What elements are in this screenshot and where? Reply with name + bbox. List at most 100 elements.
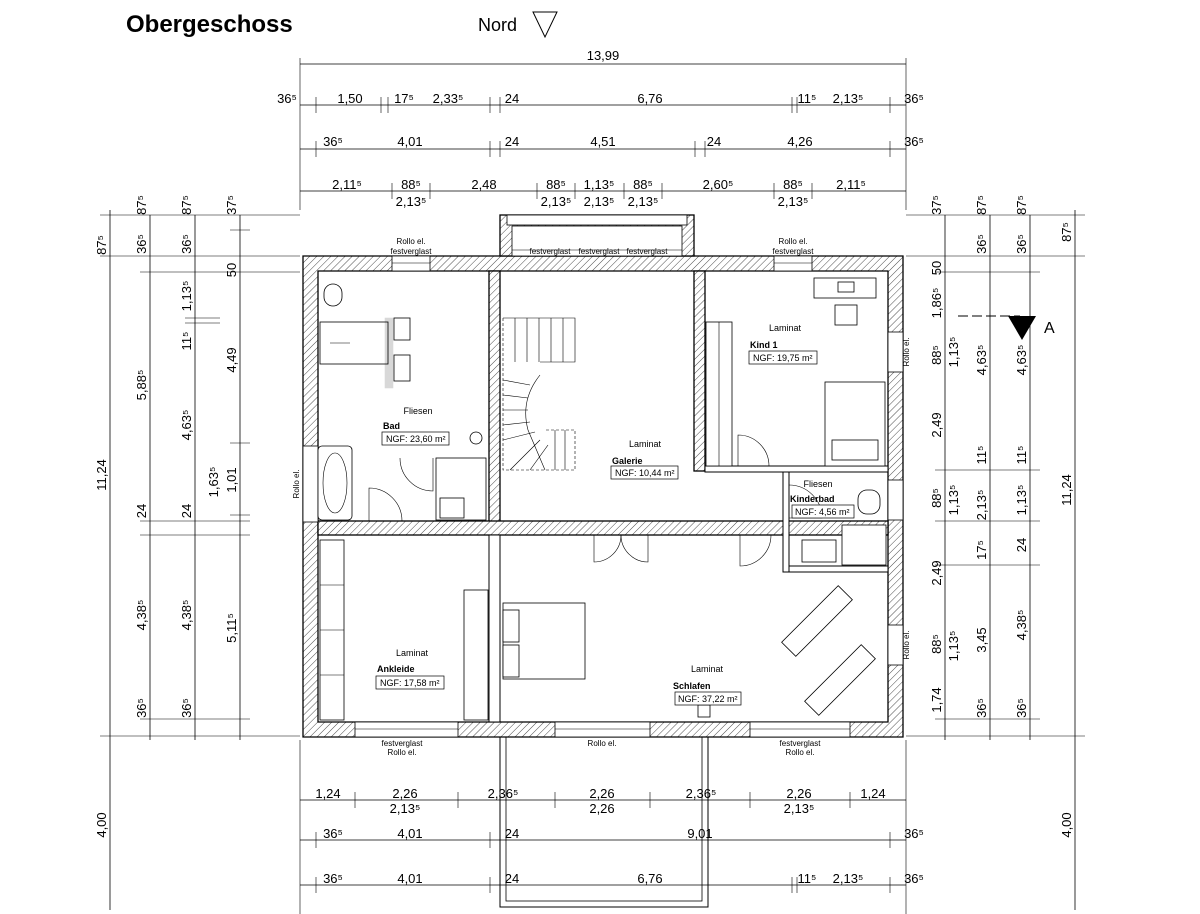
room-labels: Fliesen Bad NGF: 23,60 m² Laminat Galeri… xyxy=(375,323,855,706)
dim-label: 2,13⁵ xyxy=(541,194,572,209)
dim-label: 36⁵ xyxy=(904,871,924,886)
dim-label: 88⁵ xyxy=(929,488,944,508)
dim-label: 2,26 xyxy=(589,786,614,801)
dim-label: 36⁵ xyxy=(179,698,194,718)
dim-label: 11⁵ xyxy=(974,446,989,465)
dim-label: 36⁵ xyxy=(1014,698,1029,718)
dim-label: 6,76 xyxy=(637,91,662,106)
area-box xyxy=(674,691,742,706)
north-label: Nord xyxy=(478,15,517,35)
area-box xyxy=(748,350,818,365)
dim-label: 88⁵ xyxy=(783,177,803,192)
dim-label: 1,13⁵ xyxy=(1014,485,1029,516)
dim-label: 11,24 xyxy=(94,459,109,491)
room-name: Kinderbad xyxy=(790,494,835,504)
window-label: Rollo el. xyxy=(779,237,808,246)
building-walls xyxy=(302,214,904,908)
room-name: Kind 1 xyxy=(750,340,778,350)
dim-label: 88⁵ xyxy=(546,177,566,192)
dim-label: 2,36⁵ xyxy=(488,786,519,801)
dim-label: 36⁵ xyxy=(323,826,343,841)
room-floor-label: Fliesen xyxy=(403,406,432,416)
dim-label: 88⁵ xyxy=(401,177,421,192)
dim-label: 2,13⁵ xyxy=(396,194,427,209)
page-title: Obergeschoss xyxy=(126,11,293,38)
dim-label: 36⁵ xyxy=(323,871,343,886)
window-label: festverglast xyxy=(391,247,433,256)
window-label: Rollo el. xyxy=(588,739,617,748)
room-area: NGF: 23,60 m² xyxy=(386,434,446,444)
dim-label: 1,50 xyxy=(337,91,362,106)
dim-label: 2,26 xyxy=(589,801,614,816)
dim-label: 1,24 xyxy=(860,786,885,801)
lounger-icon xyxy=(804,644,876,716)
dim-label: 4,00 xyxy=(1059,812,1074,837)
room-area: NGF: 4,56 m² xyxy=(795,507,850,517)
chair-icon xyxy=(834,304,858,326)
dim-label: 2,13⁵ xyxy=(833,871,864,886)
dim-label: 36⁵ xyxy=(179,234,194,254)
dim-label: 88⁵ xyxy=(633,177,653,192)
dim-label: 36⁵ xyxy=(974,698,989,718)
dim-label: 2,13⁵ xyxy=(390,801,421,816)
dim-label: 87⁵ xyxy=(974,195,989,215)
room-name: Ankleide xyxy=(377,664,415,674)
dim-label: 87⁵ xyxy=(1014,195,1029,215)
room-area: NGF: 37,22 m² xyxy=(678,694,738,704)
dim-label: 1,13⁵ xyxy=(946,631,961,662)
dim-label: 4,63⁵ xyxy=(1014,345,1029,376)
room-name: Schlafen xyxy=(673,681,711,691)
dim-label: 24 xyxy=(505,134,519,149)
doors xyxy=(368,434,823,567)
dim-label: 11⁵ xyxy=(798,91,817,106)
dim-label: 11⁵ xyxy=(179,332,194,351)
dim-label: 2,13⁵ xyxy=(974,490,989,521)
room-floor-label: Laminat xyxy=(769,323,802,333)
dim-label: 11,24 xyxy=(1059,474,1074,506)
area-box xyxy=(791,504,855,519)
dim-label: 87⁵ xyxy=(94,235,109,255)
dim-label: 11⁵ xyxy=(798,871,817,886)
dim-label: 24 xyxy=(134,504,149,518)
dim-label: 2,13⁵ xyxy=(833,91,864,106)
dim-label: 2,11⁵ xyxy=(332,177,362,192)
dim-overall-width: 13,99 xyxy=(587,48,620,63)
room-floor-label: Laminat xyxy=(396,648,429,658)
dim-label: 36⁵ xyxy=(904,826,924,841)
dim-label: 2,48 xyxy=(471,177,496,192)
dim-label: 87⁵ xyxy=(1059,222,1074,242)
dim-label: 2,49 xyxy=(929,412,944,437)
dim-label: 3,45 xyxy=(974,627,989,652)
dim-label: 50 xyxy=(224,263,239,277)
staircase-icon xyxy=(502,317,576,471)
dim-label: 36⁵ xyxy=(974,234,989,254)
dim-label: 2,13⁵ xyxy=(628,194,659,209)
dim-label: 2,26 xyxy=(392,786,417,801)
area-box xyxy=(610,465,679,480)
dim-label: 88⁵ xyxy=(929,345,944,365)
dim-label: 24 xyxy=(505,826,519,841)
dim-label: 4,38⁵ xyxy=(134,600,149,631)
dim-label: 2,11⁵ xyxy=(836,177,866,192)
dim-label: 5,88⁵ xyxy=(134,370,149,401)
dim-label: 4,49 xyxy=(224,347,239,372)
window-label: Rollo el. xyxy=(902,338,911,367)
plant-icon xyxy=(697,704,711,718)
window-label: Rollo el. xyxy=(902,631,911,660)
area-box xyxy=(375,675,445,690)
dim-label: 9,01 xyxy=(687,826,712,841)
dim-label: 36⁵ xyxy=(323,134,343,149)
dim-label: 4,63⁵ xyxy=(974,345,989,376)
dim-label: 1,74 xyxy=(929,687,944,712)
dim-label: 4,01 xyxy=(397,871,422,886)
window-label: festverglast xyxy=(780,739,822,748)
wardrobe-icon xyxy=(463,589,489,721)
dim-label: 1,24 xyxy=(315,786,340,801)
dim-label: 2,13⁵ xyxy=(784,801,815,816)
window-label: festverglast xyxy=(773,247,815,256)
window-label: Rollo el. xyxy=(397,237,426,246)
dim-label: 50 xyxy=(929,261,944,275)
dim-label: 2,36⁵ xyxy=(686,786,717,801)
dim-label: 4,26 xyxy=(787,134,812,149)
